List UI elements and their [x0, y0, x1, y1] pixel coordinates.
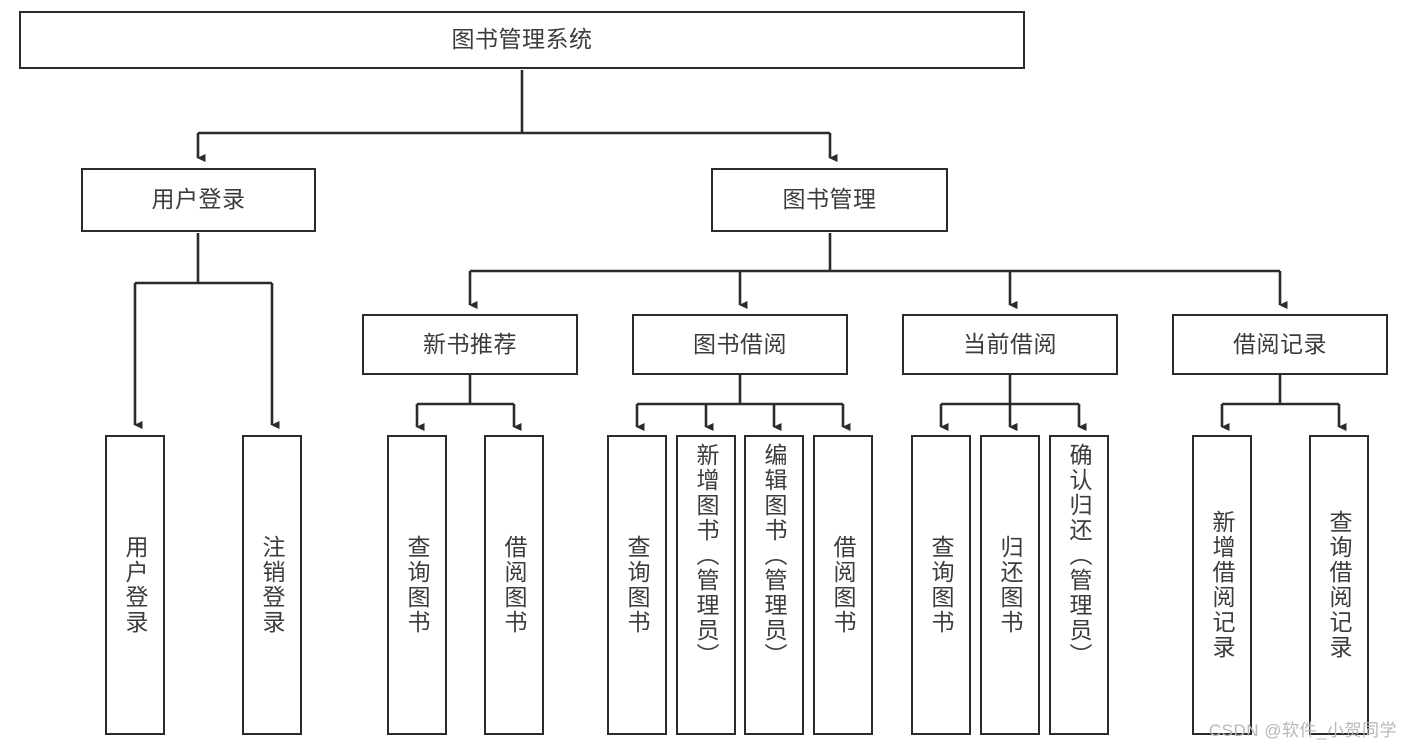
node-leaf-query-book-2[interactable]: 查询图书	[607, 435, 667, 735]
node-leaf-query-record[interactable]: 查询借阅记录	[1309, 435, 1369, 735]
node-leaf-borrow-book-1-label: 借阅图书	[501, 535, 528, 635]
node-leaf-query-book-2-label: 查询图书	[624, 535, 651, 635]
node-book-management-label: 图书管理	[782, 186, 877, 213]
node-leaf-edit-book[interactable]: 编辑图书（管理员）	[744, 435, 804, 735]
watermark-text: CSDN @软件_小贺同学	[1208, 721, 1397, 740]
node-leaf-add-book-label: 新增图书（管理员）	[693, 443, 720, 668]
node-leaf-logout-login-label: 注销登录	[259, 535, 286, 635]
node-user-login-label: 用户登录	[151, 186, 246, 213]
node-leaf-query-book-3[interactable]: 查询图书	[911, 435, 971, 735]
node-new-book-recommend[interactable]: 新书推荐	[362, 314, 578, 375]
node-leaf-return-book-label: 归还图书	[997, 535, 1024, 635]
node-leaf-borrow-book-2[interactable]: 借阅图书	[813, 435, 873, 735]
node-leaf-user-login-label: 用户登录	[122, 535, 149, 635]
node-book-management[interactable]: 图书管理	[711, 168, 948, 232]
node-borrow-record[interactable]: 借阅记录	[1172, 314, 1388, 375]
node-leaf-query-book-1[interactable]: 查询图书	[387, 435, 447, 735]
node-root-label: 图书管理系统	[451, 26, 593, 53]
node-user-login[interactable]: 用户登录	[81, 168, 316, 232]
node-leaf-query-book-1-label: 查询图书	[404, 535, 431, 635]
node-leaf-add-record-label: 新增借阅记录	[1209, 510, 1236, 660]
node-leaf-add-book[interactable]: 新增图书（管理员）	[676, 435, 736, 735]
node-leaf-logout-login[interactable]: 注销登录	[242, 435, 302, 735]
node-current-borrow-label: 当前借阅	[963, 330, 1057, 357]
node-leaf-borrow-book-2-label: 借阅图书	[830, 535, 857, 635]
node-leaf-confirm-return[interactable]: 确认归还（管理员）	[1049, 435, 1109, 735]
node-leaf-query-book-3-label: 查询图书	[928, 535, 955, 635]
node-borrow-record-label: 借阅记录	[1233, 330, 1327, 357]
node-leaf-edit-book-label: 编辑图书（管理员）	[761, 443, 788, 668]
node-leaf-return-book[interactable]: 归还图书	[980, 435, 1040, 735]
node-leaf-confirm-return-label: 确认归还（管理员）	[1066, 443, 1093, 668]
node-leaf-borrow-book-1[interactable]: 借阅图书	[484, 435, 544, 735]
node-new-book-recommend-label: 新书推荐	[423, 330, 517, 357]
node-leaf-user-login[interactable]: 用户登录	[105, 435, 165, 735]
node-book-borrow-label: 图书借阅	[693, 330, 787, 357]
node-book-borrow[interactable]: 图书借阅	[632, 314, 848, 375]
node-current-borrow[interactable]: 当前借阅	[902, 314, 1118, 375]
node-leaf-query-record-label: 查询借阅记录	[1326, 510, 1353, 660]
node-leaf-add-record[interactable]: 新增借阅记录	[1192, 435, 1252, 735]
node-root[interactable]: 图书管理系统	[19, 11, 1025, 69]
